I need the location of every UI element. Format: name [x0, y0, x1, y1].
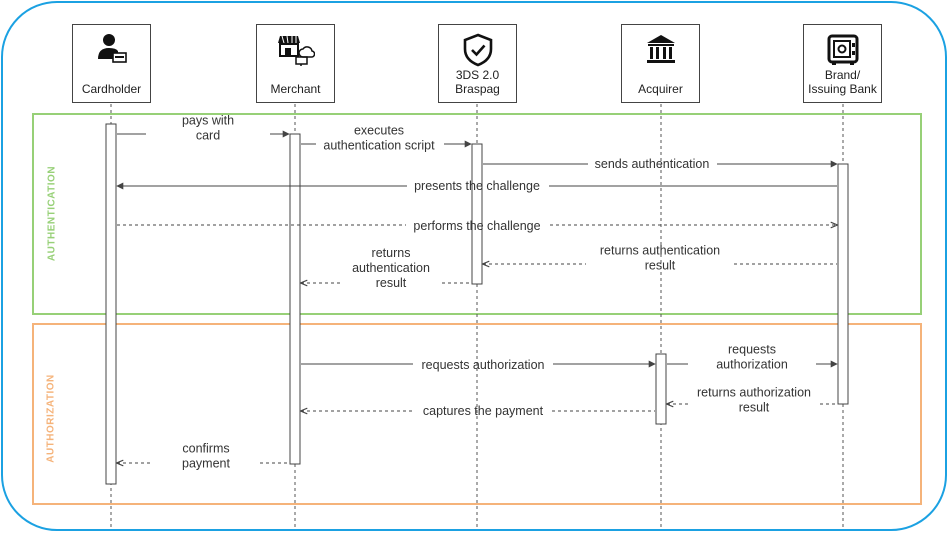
activation-braspag [471, 143, 483, 285]
actor-label-acquirer: Acquirer [638, 82, 683, 96]
message-label: sends authentication [595, 157, 710, 171]
activation-acquirer [655, 353, 667, 425]
actor-acquirer: Acquirer [621, 24, 700, 103]
message-label: presents the challenge [414, 179, 540, 193]
shield-check-icon [463, 33, 492, 67]
authorization-section [32, 323, 922, 505]
actor-label-braspag: 3DS 2.0 Braspag [455, 68, 500, 96]
cardholder-icon [97, 34, 127, 63]
actor-cardholder: Cardholder [72, 24, 151, 103]
actor-merchant: Merchant [256, 24, 335, 103]
actor-label-merchant: Merchant [270, 82, 321, 96]
safe-icon [827, 34, 858, 65]
activation-bank [837, 163, 849, 405]
message-label: requests authorization [422, 358, 545, 372]
activation-merchant [289, 133, 301, 465]
actor-braspag: 3DS 2.0 Braspag [438, 24, 517, 103]
message-label: captures the payment [423, 404, 544, 418]
activation-cardholder [105, 123, 117, 485]
message-label: performs the challenge [413, 219, 540, 233]
actor-bank: Brand/ Issuing Bank [803, 24, 882, 103]
store-icon [277, 35, 315, 66]
actor-label-cardholder: Cardholder [81, 82, 142, 96]
actor-label-bank: Brand/ Issuing Bank [808, 68, 877, 96]
bank-building-icon [646, 35, 675, 63]
